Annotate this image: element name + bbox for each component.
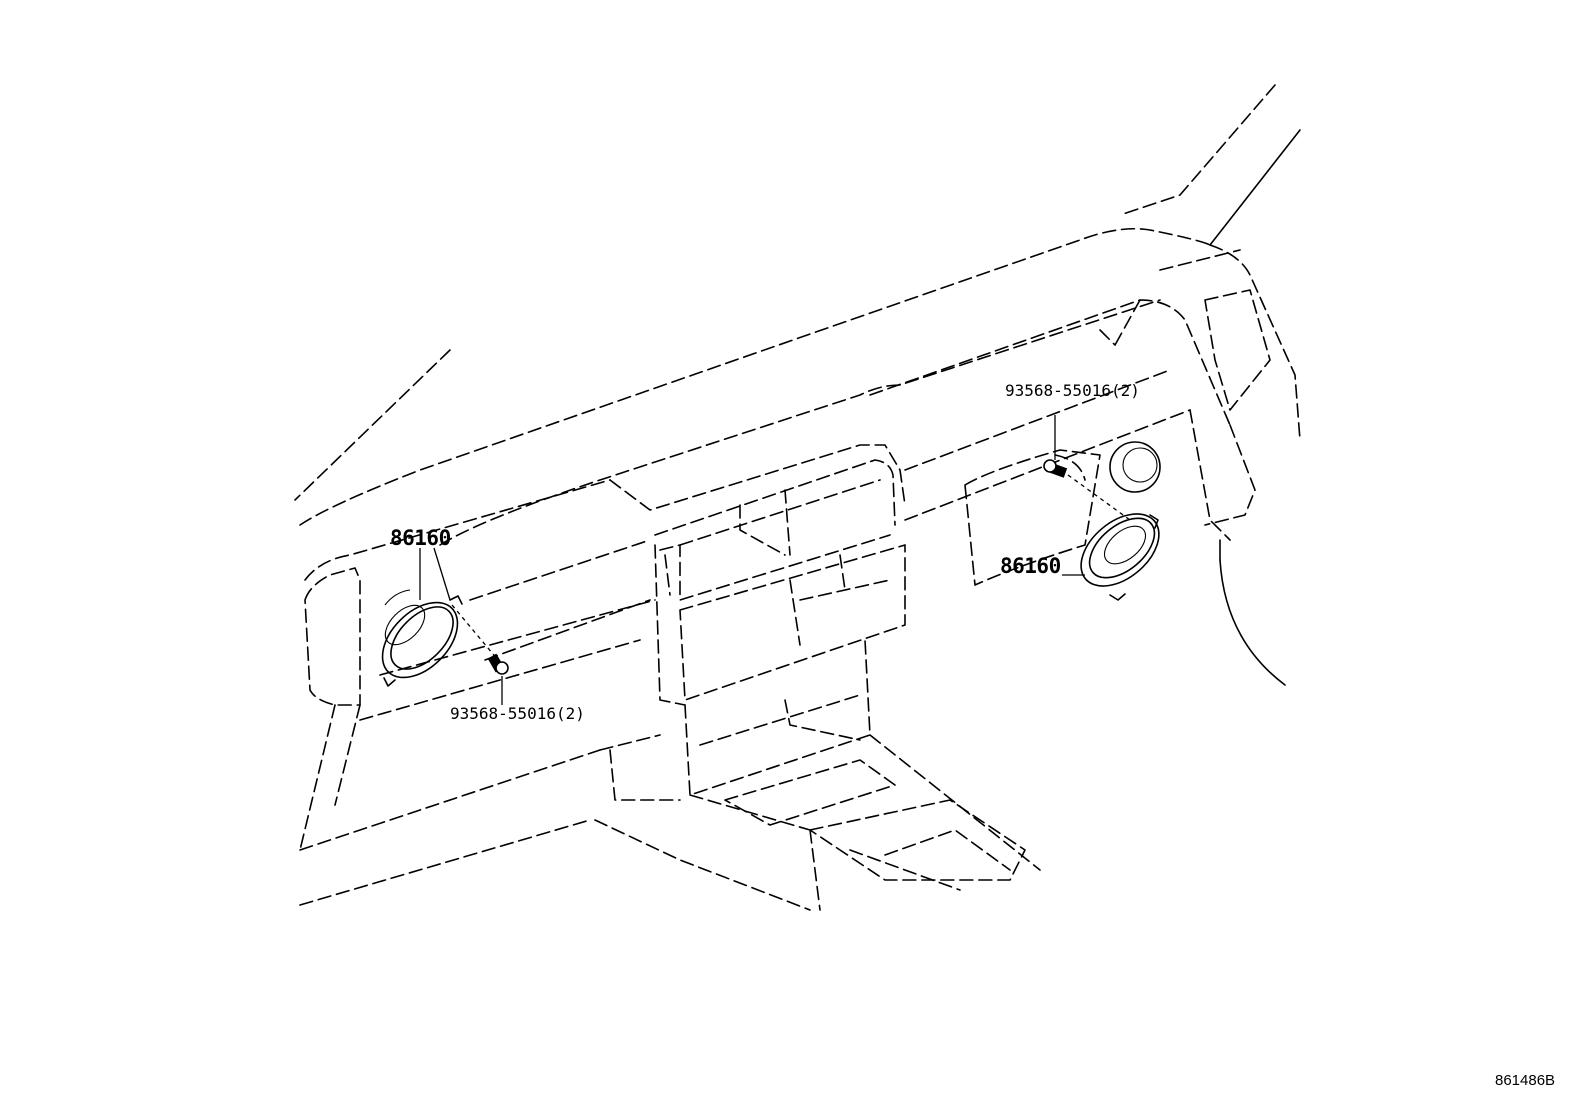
speaker-right <box>1080 513 1160 601</box>
leader-lines <box>419 415 1131 705</box>
speaker-left-part-number: 86160 <box>390 526 451 550</box>
right-dash-details <box>964 441 1161 586</box>
diagram-reference-code: 861486B <box>1495 1072 1556 1089</box>
dashboard-top <box>299 227 1301 546</box>
screw-right-part-number: 93568-55016(2) <box>1005 381 1140 400</box>
screw-right <box>1043 459 1068 478</box>
center-console <box>599 444 906 801</box>
speaker-right-part-number: 86160 <box>1000 554 1061 578</box>
windshield-lines <box>294 84 1301 501</box>
screw-left-part-number: 93568-55016(2) <box>450 704 585 723</box>
screw-left <box>487 653 509 675</box>
left-side-panel <box>299 567 656 906</box>
floor-console <box>594 734 1041 911</box>
speaker-left <box>381 589 463 687</box>
dashboard-panel-lines <box>304 289 1286 686</box>
